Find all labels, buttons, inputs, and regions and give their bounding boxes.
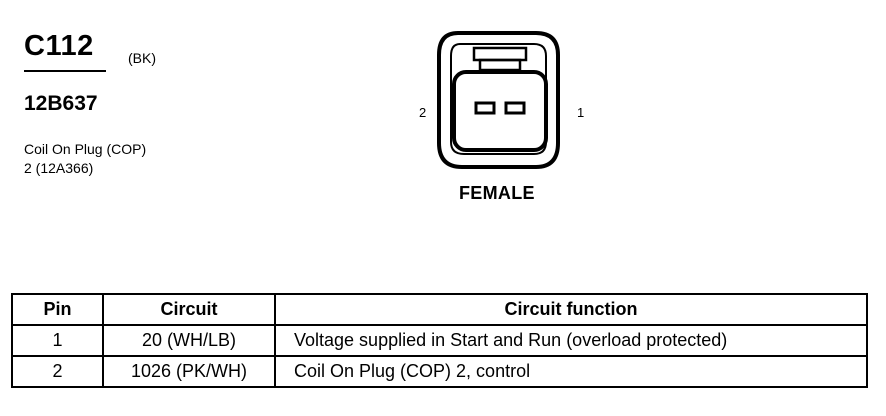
cell-function: Coil On Plug (COP) 2, control — [274, 355, 868, 388]
table-header-row: Pin Circuit Circuit function — [11, 293, 868, 326]
connector-outer-shell — [437, 31, 560, 169]
pin-cavity-1 — [504, 101, 526, 115]
cell-pin: 1 — [11, 324, 104, 357]
connector-latch-base — [478, 58, 522, 72]
connector-color-code: (BK) — [128, 50, 156, 66]
connector-inner-shell — [450, 43, 547, 155]
table-row: 1 20 (WH/LB) Voltage supplied in Start a… — [11, 324, 868, 357]
part-number: 12B637 — [24, 92, 98, 115]
table-row: 2 1026 (PK/WH) Coil On Plug (COP) 2, con… — [11, 355, 868, 388]
connector-description: Coil On Plug (COP) 2 (12A366) — [24, 140, 146, 178]
header-circuit: Circuit — [102, 293, 276, 326]
connector-body — [452, 70, 548, 152]
pin-cavity-2 — [474, 101, 496, 115]
connector-id: C112 — [24, 30, 94, 62]
cell-circuit: 20 (WH/LB) — [102, 324, 276, 357]
header-pin: Pin — [11, 293, 104, 326]
pin-label-right: 1 — [577, 105, 585, 120]
connector-gender-label: FEMALE — [459, 183, 535, 203]
cell-pin: 2 — [11, 355, 104, 388]
description-line-1: Coil On Plug (COP) — [24, 141, 147, 157]
description-line-2: 2 (12A366) — [24, 160, 94, 176]
connector-latch-tab — [472, 46, 528, 62]
cell-circuit: 1026 (PK/WH) — [102, 355, 276, 388]
connector-face-diagram — [437, 31, 560, 169]
pin-label-left: 2 — [419, 105, 427, 120]
cell-function: Voltage supplied in Start and Run (overl… — [274, 324, 868, 357]
pin-table: Pin Circuit Circuit function 1 20 (WH/LB… — [11, 293, 868, 388]
header-circuit-function: Circuit function — [274, 293, 868, 326]
connector-id-underline — [24, 70, 106, 72]
